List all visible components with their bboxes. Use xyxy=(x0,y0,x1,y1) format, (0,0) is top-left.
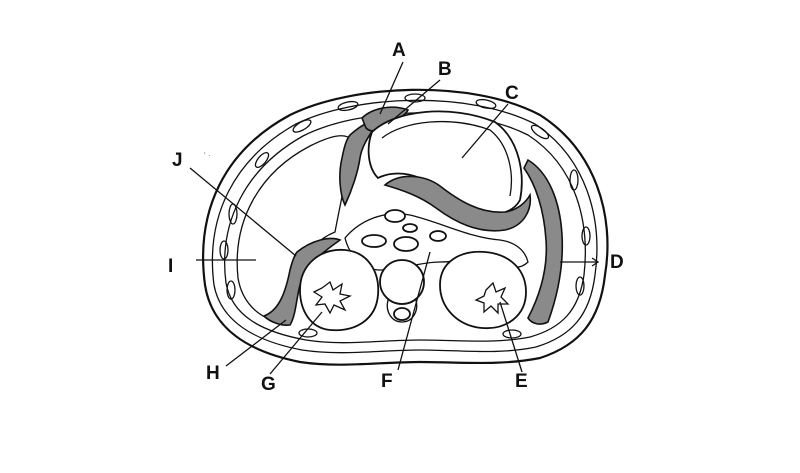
label-D: D xyxy=(610,252,624,273)
vertebral-body xyxy=(379,259,425,305)
label-H: H xyxy=(206,363,220,384)
body-wall-inner-contour xyxy=(211,99,598,354)
rib-layer-contour xyxy=(224,112,586,344)
right-bronchus-star xyxy=(474,281,510,315)
label-C: C xyxy=(505,83,519,104)
label-J: J xyxy=(172,150,183,171)
stray-mark: ‘ · xyxy=(204,151,211,160)
myocardium-stipple xyxy=(383,175,532,232)
label-F: F xyxy=(381,371,393,392)
label-A: A xyxy=(392,40,406,61)
label-I: I xyxy=(168,256,173,277)
heart-inner-wall xyxy=(381,121,513,197)
rib-sections xyxy=(219,93,591,339)
right-pleura-stipple xyxy=(523,158,564,325)
vessels xyxy=(361,209,447,252)
right-lung-E xyxy=(439,250,527,329)
label-B: B xyxy=(438,59,452,80)
left-pleura-stipple xyxy=(262,237,342,326)
vertebral-arch xyxy=(386,299,418,323)
spinous-process xyxy=(393,307,411,321)
leader-lines xyxy=(189,61,600,375)
left-lung-G xyxy=(299,249,380,332)
body-wall-outer xyxy=(202,88,609,366)
left-bronchus-star xyxy=(312,280,352,315)
label-G: G xyxy=(261,374,276,395)
label-E: E xyxy=(515,371,528,392)
